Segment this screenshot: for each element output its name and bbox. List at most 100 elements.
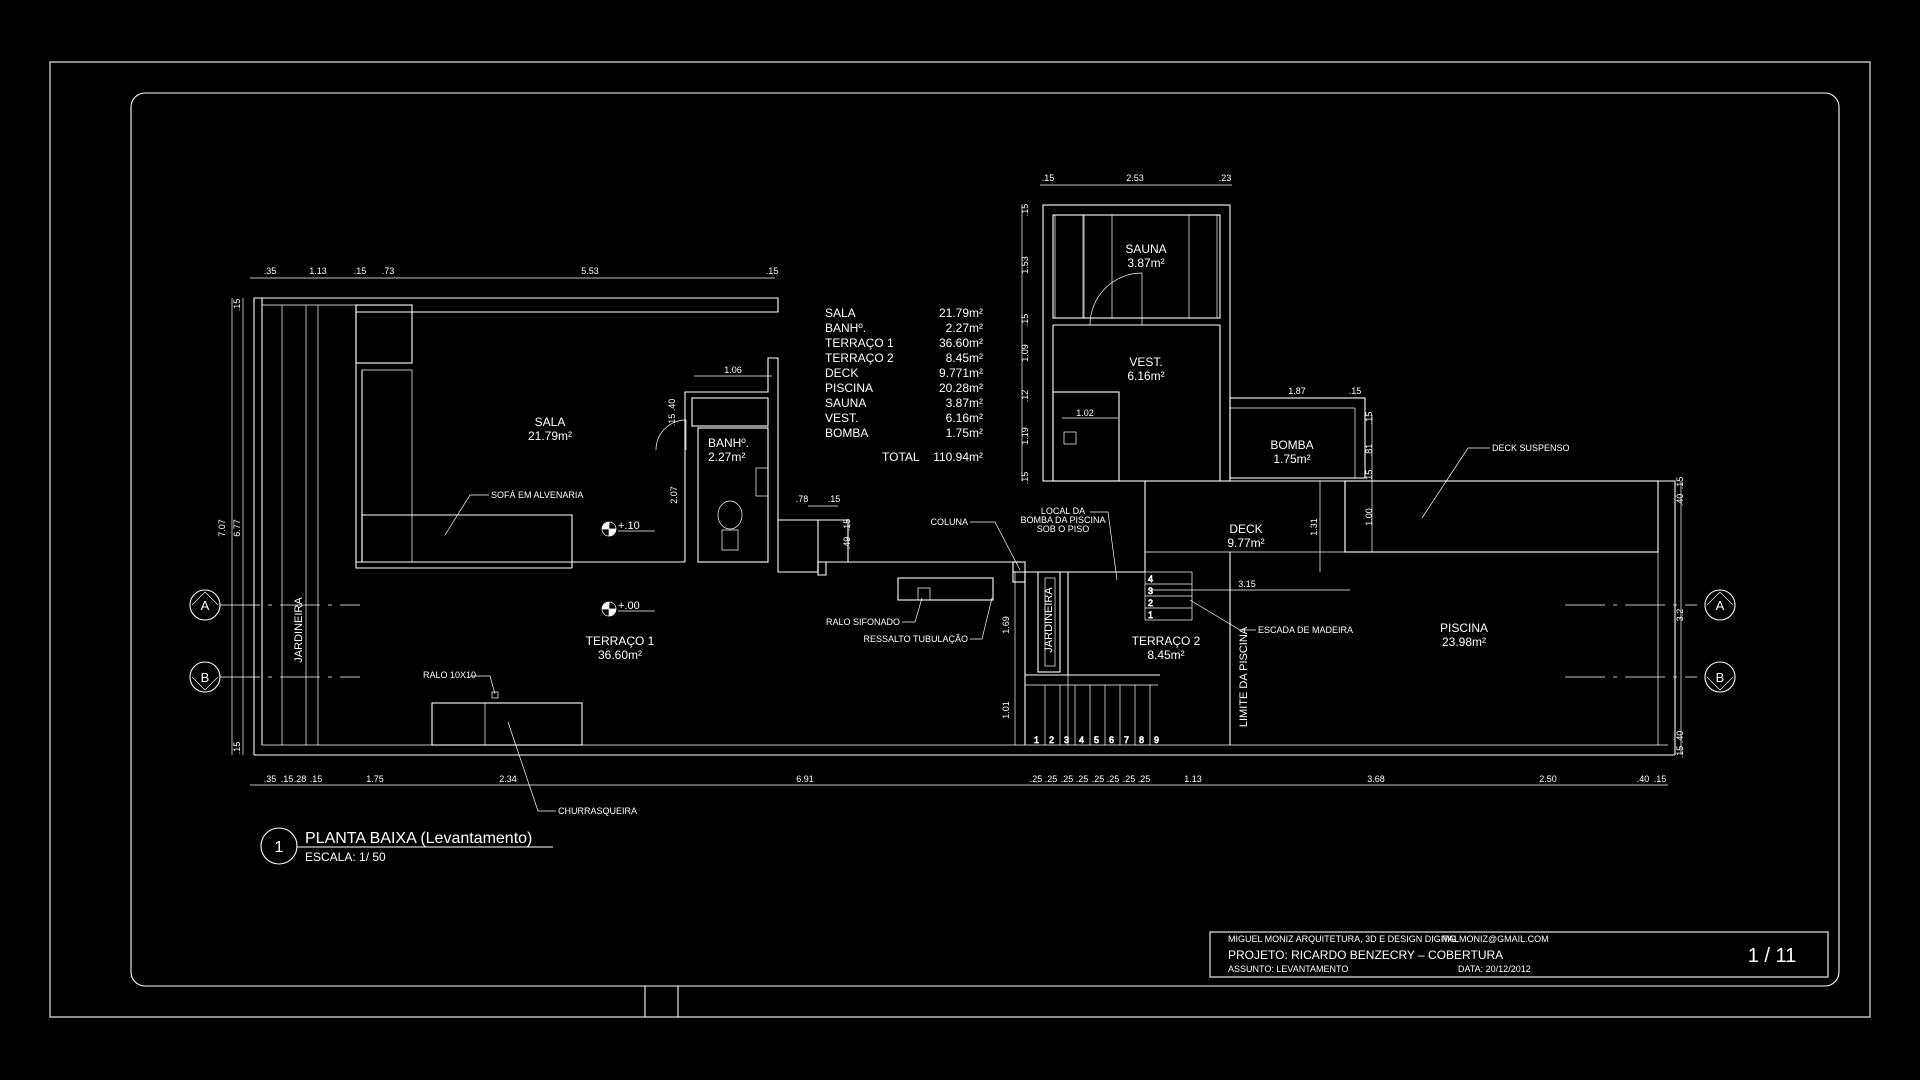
dimension-label: .25 <box>1123 774 1136 784</box>
dimension-label: .35 <box>264 266 277 276</box>
section-marker-a-right: A <box>1704 589 1736 621</box>
room-area: 36.60m² <box>598 648 642 662</box>
stair-step-number: 4 <box>1148 574 1153 584</box>
sofa-label: SOFÁ EM ALVENARIA <box>491 490 583 500</box>
dimension-label: .12 <box>1020 390 1030 403</box>
dimension-label: .25 <box>1107 774 1120 784</box>
dimension-label: 1.75 <box>366 774 384 784</box>
dimension-label: 1.13 <box>1184 774 1202 784</box>
area-table-label: DECK <box>825 366 858 380</box>
dimension-label: .35 <box>264 774 277 784</box>
room-area: 1.75m² <box>1273 452 1310 466</box>
office-name: MIGUEL MONIZ ARQUITETURA, 3D E DESIGN DI… <box>1228 934 1459 944</box>
svg-text:+.00: +.00 <box>618 600 640 612</box>
stair-step-number: 8 <box>1139 735 1144 745</box>
dimension-label: .25 <box>1045 774 1058 784</box>
dimension-label: .15 <box>232 299 242 312</box>
dimension-label: .25 <box>1030 774 1043 784</box>
dimension-label: 6.77 <box>232 519 242 537</box>
dimension-label: .40 <box>667 399 677 412</box>
dimension-label: 1.13 <box>309 266 327 276</box>
dimension-label: 1.53 <box>1020 256 1030 274</box>
local-bomba-label: BOMBA DA PISCINA <box>1020 515 1105 525</box>
annotations: SOFÁ EM ALVENARIA DECK SUSPENSO COLUNA L… <box>293 443 1570 816</box>
dimension-label: .15 <box>1675 477 1685 490</box>
dimension-label: .78 <box>796 494 809 504</box>
inner-frame <box>130 92 1840 987</box>
dimension-label: 1.19 <box>1020 427 1030 445</box>
room-name: DECK <box>1229 522 1262 536</box>
area-table-label: VEST. <box>825 411 858 425</box>
level-marker: +.10 <box>601 520 655 537</box>
dimension-label: .25 <box>1061 774 1074 784</box>
svg-text:+.10: +.10 <box>618 520 640 532</box>
area-table-value: 20.28m² <box>939 381 983 395</box>
dimension-label: .15 <box>766 266 779 276</box>
stair-step-number: 1 <box>1034 735 1039 745</box>
dimension-label: 1.01 <box>1001 701 1011 719</box>
area-table-value: 9.771m² <box>939 366 983 380</box>
dimension-label: .25 <box>1138 774 1151 784</box>
escada-label: ESCADA DE MADEIRA <box>1258 625 1353 635</box>
dimension-label: .15 <box>354 266 367 276</box>
dimension-label: .40 <box>1675 494 1685 507</box>
stair-step-number: 1 <box>1148 610 1153 620</box>
section-marker-a-left: A <box>189 589 221 621</box>
dimension-label: .15 <box>1364 470 1374 483</box>
stair-step-number: 7 <box>1124 735 1129 745</box>
stair-step-number: 5 <box>1094 735 1099 745</box>
jardineira-label: JARDINEIRA <box>293 597 305 663</box>
sheet-number: 1 / 11 <box>1748 945 1797 967</box>
local-bomba-label: LOCAL DA <box>1041 506 1085 516</box>
area-table-label: SALA <box>825 306 856 320</box>
room-name: TERRAÇO 1 <box>586 634 655 648</box>
area-total-label: TOTAL <box>882 450 920 464</box>
area-table-label: BANHº. <box>825 321 866 335</box>
dimension-label: .15 <box>1675 746 1685 759</box>
dimension-label: 7.07 <box>217 519 227 537</box>
svg-text:B: B <box>1716 670 1725 685</box>
dimension-label: .15 <box>667 414 677 427</box>
title-block: MIGUEL MONIZ ARQUITETURA, 3D E DESIGN DI… <box>1209 931 1829 978</box>
level-marker: +.00 <box>601 600 655 617</box>
ressalto-label: RESSALTO TUBULAÇÃO <box>863 634 968 644</box>
drawing-number: 1 <box>275 839 284 856</box>
area-table-label: TERRAÇO 1 <box>825 336 894 350</box>
ralo-sifonado-label: RALO SIFONADO <box>826 617 900 627</box>
stair-step-number: 2 <box>1049 735 1054 745</box>
svg-text:A: A <box>201 598 210 613</box>
drawing-title: 1 PLANTA BAIXA (Levantamento) ESCALA: 1/… <box>260 827 553 865</box>
deck-suspenso-label: DECK SUSPENSO <box>1492 443 1570 453</box>
room-name: PISCINA <box>1440 621 1488 635</box>
room-area: 2.27m² <box>708 450 745 464</box>
dimension-label: 1.87 <box>1288 386 1306 396</box>
dimension-label: .15 <box>1020 472 1030 485</box>
dimension-label: .40 <box>1637 774 1650 784</box>
area-total-value: 110.94m² <box>933 450 983 464</box>
section-marker-b-left: B <box>189 661 221 693</box>
room-area: 6.16m² <box>1127 369 1164 383</box>
dimension-label: .49 <box>842 537 852 550</box>
limite-piscina-label: LIMITE DA PISCINA <box>1238 626 1250 727</box>
dimension-label: 1.02 <box>1076 408 1094 418</box>
jardineira-label: JARDINEIRA <box>1043 587 1055 653</box>
dimension-label: 2.50 <box>1539 774 1557 784</box>
room-area: 3.87m² <box>1127 256 1164 270</box>
svg-text:B: B <box>201 670 210 685</box>
section-marker-b-right: B <box>1704 661 1736 693</box>
dimension-label: 3.2 <box>1675 609 1685 622</box>
dimension-label: 6.91 <box>796 774 814 784</box>
area-table-value: 2.27m² <box>946 321 983 335</box>
room-name: TERRAÇO 2 <box>1132 634 1201 648</box>
stair-step-number: 3 <box>1064 735 1069 745</box>
stair-step-number: 4 <box>1079 735 1084 745</box>
dimension-label: .25 <box>1076 774 1089 784</box>
date: DATA: 20/12/2012 <box>1458 964 1531 974</box>
dimension-label: .15 <box>281 774 294 784</box>
dimension-label: 1.06 <box>724 365 742 375</box>
dimension-label: .28 <box>294 774 307 784</box>
stair-step-number: 9 <box>1154 735 1159 745</box>
